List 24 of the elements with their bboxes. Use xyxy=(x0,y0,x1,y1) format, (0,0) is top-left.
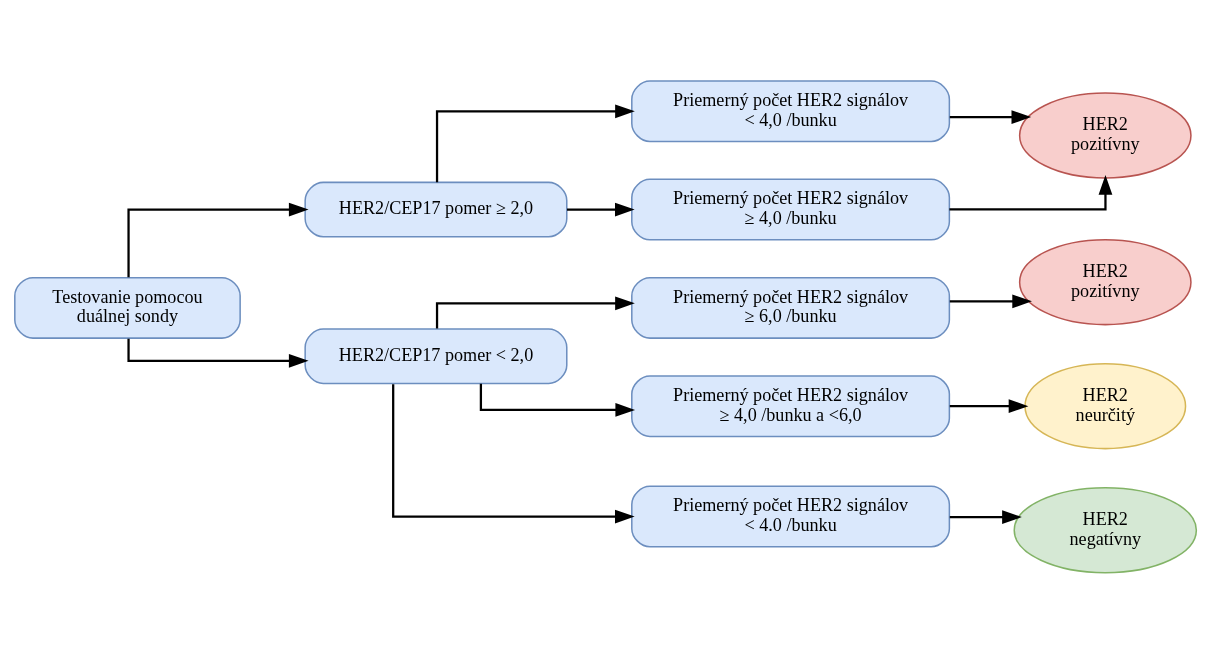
node-box: Priemerný počet HER2 signálov ≥ 4,0 /bunku a <6,0 xyxy=(631,375,951,438)
node-ellipse: HER2 neurčitý xyxy=(1024,362,1187,450)
node-box: Priemerný počet HER2 signálov ≥ 4,0 /bunku xyxy=(631,178,951,241)
node-box: Priemerný počet HER2 signálov < 4.0 /bunku xyxy=(631,485,951,548)
arrow xyxy=(949,175,1113,211)
arrow xyxy=(435,296,635,329)
arrow xyxy=(949,399,1029,414)
arrow xyxy=(479,383,636,417)
arrow xyxy=(567,202,635,217)
node-ellipse: HER2 negatívny xyxy=(1013,487,1198,574)
node-ellipse: HER2 pozitívny xyxy=(1018,238,1192,326)
arrow xyxy=(949,510,1022,524)
arrow xyxy=(949,110,1032,124)
arrow xyxy=(392,384,635,524)
node-box: Priemerný počet HER2 signálov ≥ 6,0 /bunku xyxy=(631,276,951,339)
node-box: HER2/CEP17 pomer ≥ 2,0 xyxy=(304,181,568,238)
arrow xyxy=(949,294,1032,309)
node-box: HER2/CEP17 pomer < 2,0 xyxy=(304,328,568,385)
arrow xyxy=(127,202,309,278)
node-ellipse: HER2 pozitívny xyxy=(1018,92,1192,179)
arrow xyxy=(435,104,635,183)
node-box: Testovanie pomocou duálnej sondy xyxy=(14,276,241,339)
arrow xyxy=(127,338,309,368)
node-box: Priemerný počet HER2 signálov < 4,0 /bunku xyxy=(631,80,951,143)
